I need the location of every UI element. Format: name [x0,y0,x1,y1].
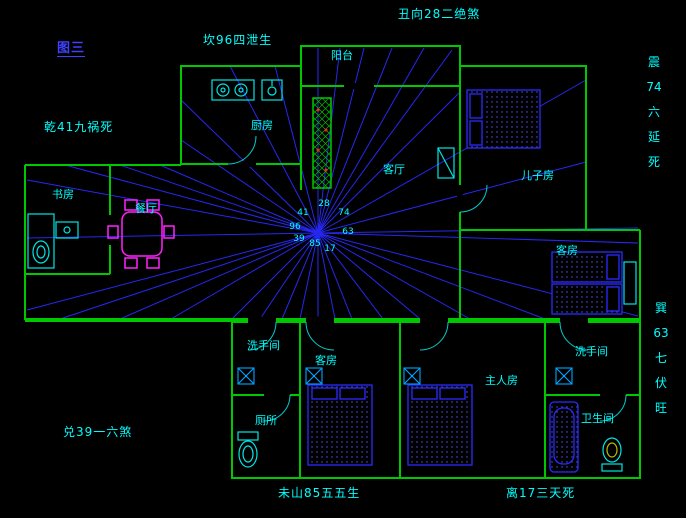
bed-guest-right-2 [551,283,623,315]
compass-number: 96 [289,222,301,232]
fengshui-label-left: 乾41九祸死 [44,120,114,134]
room-label-study: 书房 [52,188,74,201]
room-label-washroom-left: 洗手间 [247,339,280,352]
fengshui-label-left-lower: 兑39一六煞 [63,425,133,439]
stove [211,79,255,101]
compass-number: 39 [293,234,305,244]
toilet-fixture [237,431,259,468]
room-label-balcony: 阳台 [331,49,353,62]
tv-cabinet [437,147,455,179]
room-label-kitchen: 厨房 [251,119,273,132]
room-label-toilet: 厕所 [255,414,277,427]
room-label-guest-room-bottom: 客房 [315,354,337,367]
compass-number: 63 [342,227,353,237]
compass-lines [26,47,639,320]
dining-table-set [107,199,175,269]
room-label-guest-room-right: 客房 [556,244,578,257]
fengshui-label-top-left: 坎96四泄生 [203,33,273,47]
nightstand [623,261,637,305]
compass-number: 41 [297,208,308,218]
compass-number: 17 [324,244,335,254]
room-label-sons-room: 儿子房 [521,169,554,182]
bed-master-room [407,384,473,466]
fengshui-label-bottom-center: 未山85五五生 [278,486,361,500]
compass-number: 28 [318,199,330,209]
fengshui-label-top: 丑向28二绝煞 [398,7,481,21]
toilet-bathroom [601,437,623,472]
figure-label: 图三 [57,41,86,57]
fengshui-label-right-lower: 巽 63 七 伏 旺 [653,301,669,415]
room-label-washroom-right: 洗手间 [575,345,608,358]
bed-sons-room [466,89,541,149]
study-desk [27,213,79,269]
compass-number-grid: 41 28 74 96 63 39 85 17 [289,199,353,254]
compass-number: 74 [338,208,350,218]
washbasin-symbols [237,367,573,385]
fengshui-label-bottom-right: 离17三天死 [506,486,576,500]
kitchen-sink [261,79,283,101]
bed-guest-bottom [307,384,373,466]
door-arcs [227,135,627,422]
room-label-bathroom: 卫生间 [581,412,614,425]
plant-box [312,97,332,189]
room-label-dining-room: 餐厅 [135,202,157,215]
bathtub [549,401,579,473]
bed-guest-right-1 [551,251,623,283]
room-label-living-room: 客厅 [383,163,405,176]
compass-number: 85 [309,239,320,249]
fengshui-label-right-upper: 震 74 六 延 死 [646,55,662,169]
room-label-master-room: 主人房 [485,374,518,387]
